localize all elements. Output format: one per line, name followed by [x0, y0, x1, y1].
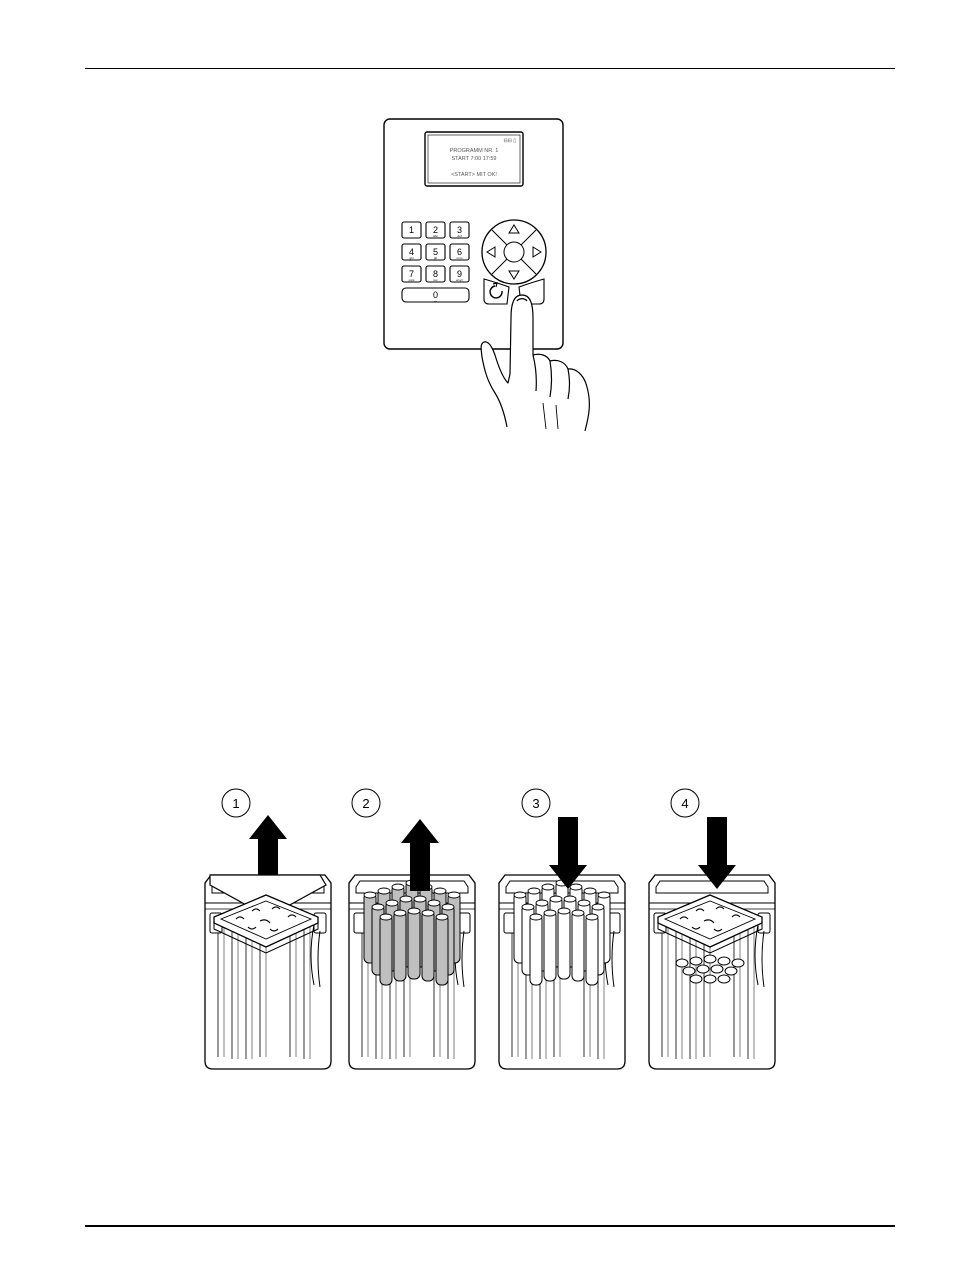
navigation-pad[interactable] — [481, 219, 547, 285]
step-2-callout: 2 — [351, 788, 381, 818]
svg-text:6: 6 — [457, 247, 462, 257]
svg-text:1: 1 — [232, 796, 239, 811]
step-4-callout: 4 — [670, 788, 700, 818]
back-key[interactable] — [483, 278, 510, 305]
hand-illustration — [480, 294, 590, 432]
tube-caps — [675, 954, 745, 984]
step-1-illustration — [204, 815, 332, 1070]
display-line-3: <START> MIT OK! — [451, 172, 497, 178]
svg-text:tuv: tuv — [433, 278, 438, 282]
svg-text:7: 7 — [409, 269, 414, 279]
svg-text:8: 8 — [433, 269, 438, 279]
controller-figure: ⊟⊟ ▯ PROGRAMM NR. 1 START 7:00 17:59 <ST… — [383, 118, 590, 432]
svg-text:2: 2 — [433, 225, 438, 235]
display-line-2: START 7:00 17:59 — [452, 156, 497, 162]
svg-text:4: 4 — [409, 247, 414, 257]
svg-text:5: 5 — [433, 247, 438, 257]
display-screen — [424, 131, 524, 187]
step-3-callout: 3 — [521, 788, 551, 818]
svg-text:jkl: jkl — [433, 256, 437, 260]
svg-text:abc: abc — [433, 234, 438, 238]
svg-text:wxyz: wxyz — [456, 278, 463, 282]
steps-figure: 1 2 3 4 — [204, 788, 776, 1070]
step-4-illustration — [648, 817, 776, 1070]
svg-text:4: 4 — [681, 796, 688, 811]
back-icon — [489, 285, 503, 299]
arrow-down-icon — [508, 270, 520, 280]
key-0[interactable]: 0+- — [401, 287, 470, 303]
svg-text:pqrs: pqrs — [409, 278, 415, 282]
display-corner: ⊟⊟ ▯ — [503, 138, 516, 144]
svg-text:2: 2 — [362, 796, 369, 811]
svg-text:ghi: ghi — [409, 256, 413, 260]
arrow-up-icon — [508, 224, 520, 234]
footer-rule — [85, 1225, 895, 1227]
key-1[interactable]: 1 — [401, 221, 422, 239]
step-3-illustration — [498, 817, 626, 1070]
svg-text:+-: +- — [434, 299, 437, 303]
svg-text:mno: mno — [457, 256, 463, 260]
step-2-illustration — [348, 819, 476, 1070]
svg-text:def: def — [457, 234, 461, 238]
arrow-right-icon — [532, 246, 542, 258]
display-line-1: PROGRAMM NR. 1 — [450, 148, 499, 154]
step-1-callout: 1 — [221, 788, 251, 818]
svg-text:9: 9 — [457, 269, 462, 279]
new-tubes — [513, 879, 611, 986]
svg-text:3: 3 — [532, 796, 539, 811]
arrow-left-icon — [486, 246, 496, 258]
svg-text:3: 3 — [457, 225, 462, 235]
used-tubes — [363, 879, 461, 986]
header-rule — [85, 68, 895, 69]
svg-text:1: 1 — [409, 225, 414, 235]
svg-text:0: 0 — [433, 290, 438, 300]
